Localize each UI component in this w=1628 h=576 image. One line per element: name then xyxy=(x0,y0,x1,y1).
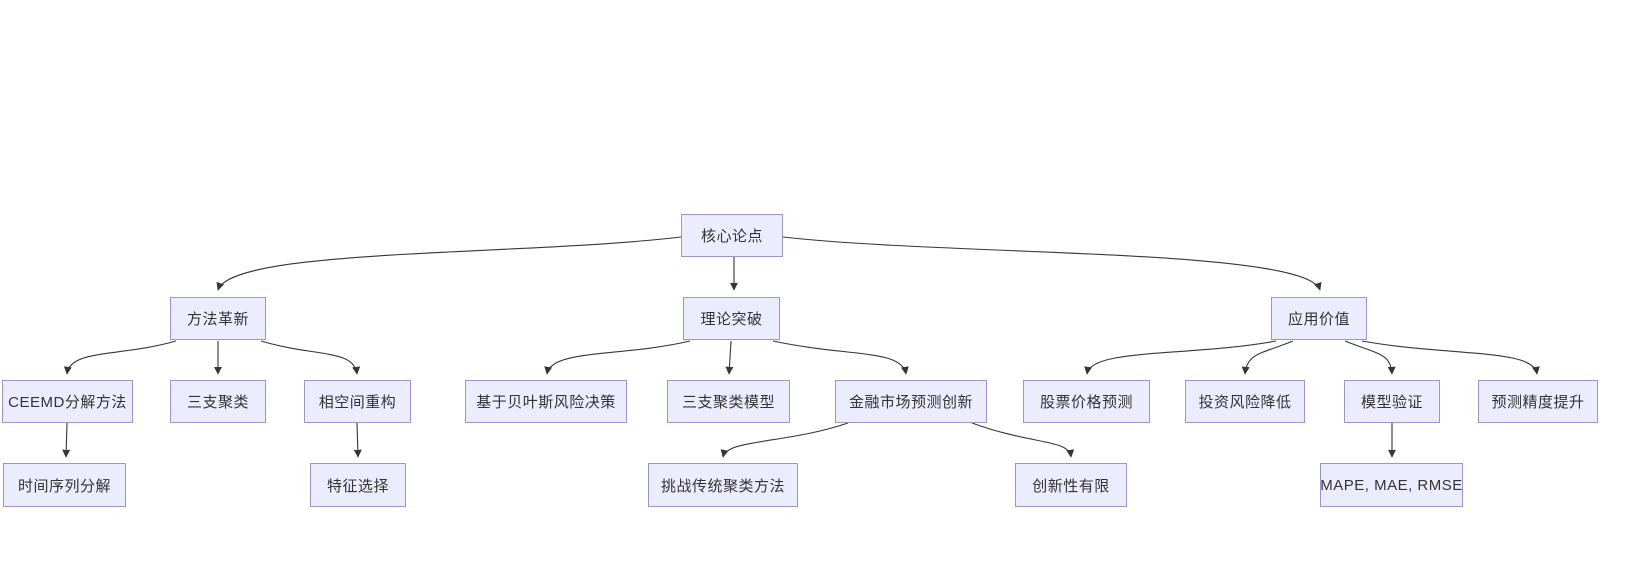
edge-value-to-invest xyxy=(1241,340,1294,375)
node-bayes: 基于贝叶斯风险决策 xyxy=(465,380,627,423)
node-label: MAPE, MAE, RMSE xyxy=(1320,476,1463,494)
node-label: 相空间重构 xyxy=(318,394,397,411)
node-valid: 模型验证 xyxy=(1344,380,1440,423)
node-label: 特征选择 xyxy=(326,477,389,495)
node-ceemd: CEEMD分解方法 xyxy=(2,380,133,423)
node-label: 投资风险降低 xyxy=(1198,394,1292,411)
edge-core-to-value xyxy=(782,236,1322,291)
edge-value-to-stock xyxy=(1084,340,1277,375)
node-lim: 创新性有限 xyxy=(1015,463,1127,507)
node-fin: 金融市场预测创新 xyxy=(835,380,987,423)
node-tsd: 时间序列分解 xyxy=(3,463,126,507)
node-method: 方法革新 xyxy=(170,297,266,340)
node-acc: 预测精度提升 xyxy=(1478,380,1598,423)
edge-value-to-acc xyxy=(1361,340,1540,375)
node-label: 三支聚类 xyxy=(186,394,249,411)
node-label: CEEMD分解方法 xyxy=(8,394,127,411)
node-theory: 理论突破 xyxy=(683,297,780,340)
edge-fin-to-lim xyxy=(971,422,1075,458)
node-label: 时间序列分解 xyxy=(17,477,111,495)
node-label: 核心论点 xyxy=(700,228,763,245)
node-metrics: MAPE, MAE, RMSE xyxy=(1320,463,1463,507)
node-label: 挑战传统聚类方法 xyxy=(660,477,785,495)
edge-core-to-method xyxy=(216,236,682,291)
node-feat: 特征选择 xyxy=(310,463,406,507)
node-invest: 投资风险降低 xyxy=(1185,380,1305,423)
node-label: 基于贝叶斯风险决策 xyxy=(476,394,616,411)
node-stock: 股票价格预测 xyxy=(1023,380,1150,423)
node-twcm: 三支聚类模型 xyxy=(667,380,790,423)
node-label: 预测精度提升 xyxy=(1491,394,1585,411)
edge-value-to-valid xyxy=(1344,340,1396,375)
edge-phase-to-feat xyxy=(353,422,362,458)
node-label: 股票价格预测 xyxy=(1039,394,1133,411)
edge-group xyxy=(62,236,1540,458)
edge-method-to-phase xyxy=(260,340,361,375)
edge-theory-to-bayes xyxy=(544,340,691,375)
node-label: 三支聚类模型 xyxy=(681,394,775,411)
edge-fin-to-chal xyxy=(720,422,849,458)
edge-method-to-ceemd xyxy=(63,340,177,375)
node-label: 模型验证 xyxy=(1360,394,1423,411)
node-label: 金融市场预测创新 xyxy=(848,394,973,411)
node-twc: 三支聚类 xyxy=(170,380,266,423)
node-label: 理论突破 xyxy=(700,311,763,328)
edge-ceemd-to-tsd xyxy=(62,422,71,458)
node-label: 应用价值 xyxy=(1287,311,1350,328)
node-label: 方法革新 xyxy=(186,311,249,328)
node-chal: 挑战传统聚类方法 xyxy=(648,463,798,507)
node-core: 核心论点 xyxy=(681,214,783,257)
edge-theory-to-twcm xyxy=(725,340,734,375)
node-label: 创新性有限 xyxy=(1032,477,1110,495)
node-value: 应用价值 xyxy=(1271,297,1367,340)
node-phase: 相空间重构 xyxy=(304,380,411,423)
edge-theory-to-fin xyxy=(772,340,909,375)
